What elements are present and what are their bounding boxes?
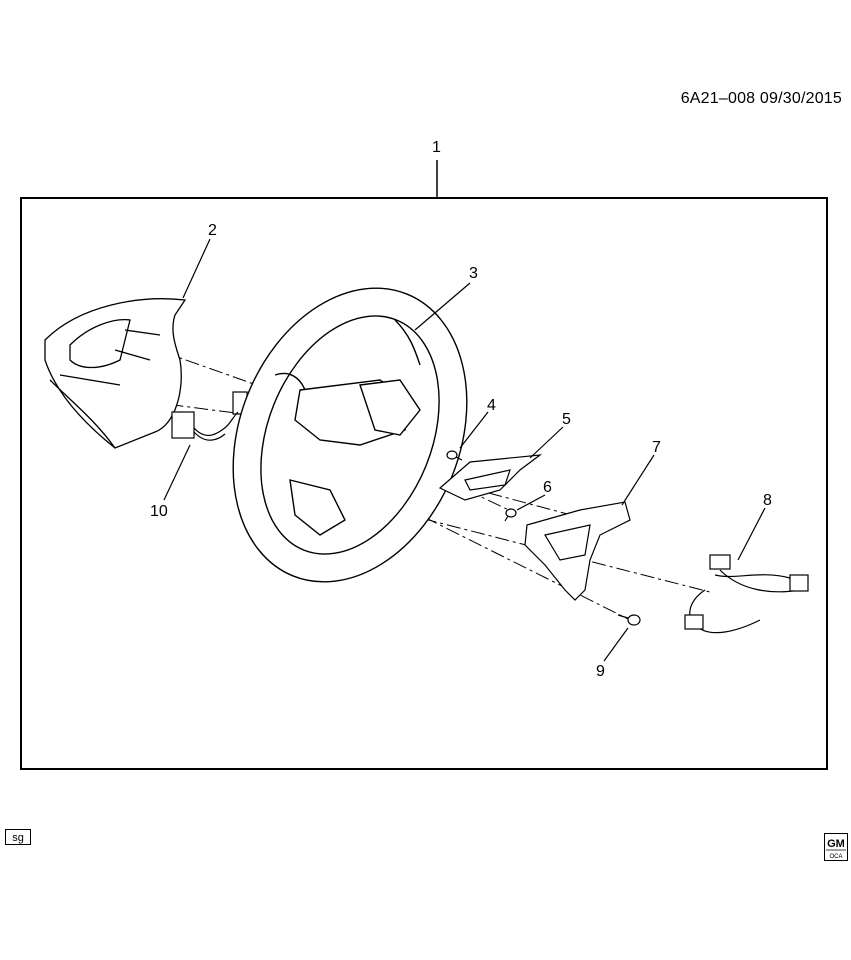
part-4-screw: [446, 450, 463, 461]
svg-text:OCA: OCA: [829, 854, 842, 860]
leader-lines: [163, 238, 766, 662]
callout-2: 2: [208, 222, 217, 239]
callout-4: 4: [487, 397, 496, 414]
svg-text:GM: GM: [827, 838, 845, 850]
part-3-steering-wheel: [232, 287, 468, 583]
callout-8: 8: [763, 492, 772, 509]
part-7-bracket: [524, 501, 631, 601]
part-6-screw: [504, 508, 517, 522]
callout-6: 6: [543, 479, 552, 496]
gm-logo: GM OCA: [824, 833, 848, 861]
callout-10: 10: [150, 503, 168, 520]
callout-7: 7: [652, 439, 661, 456]
source-tag: sg: [5, 829, 31, 845]
callout-9: 9: [596, 663, 605, 680]
callout-1: 1: [432, 139, 441, 156]
callout-3: 3: [469, 265, 478, 282]
part-9-bolt: [617, 614, 641, 626]
callout-5: 5: [562, 411, 571, 428]
part-5-switch-bezel: [438, 454, 543, 501]
diagram-frame: [20, 197, 828, 770]
part-10-harness: [171, 391, 248, 441]
diagram-code: 6A21–008 09/30/2015: [680, 90, 842, 107]
part-8-wire-harness: [684, 554, 809, 634]
part-2-rear-cover: [44, 298, 187, 449]
